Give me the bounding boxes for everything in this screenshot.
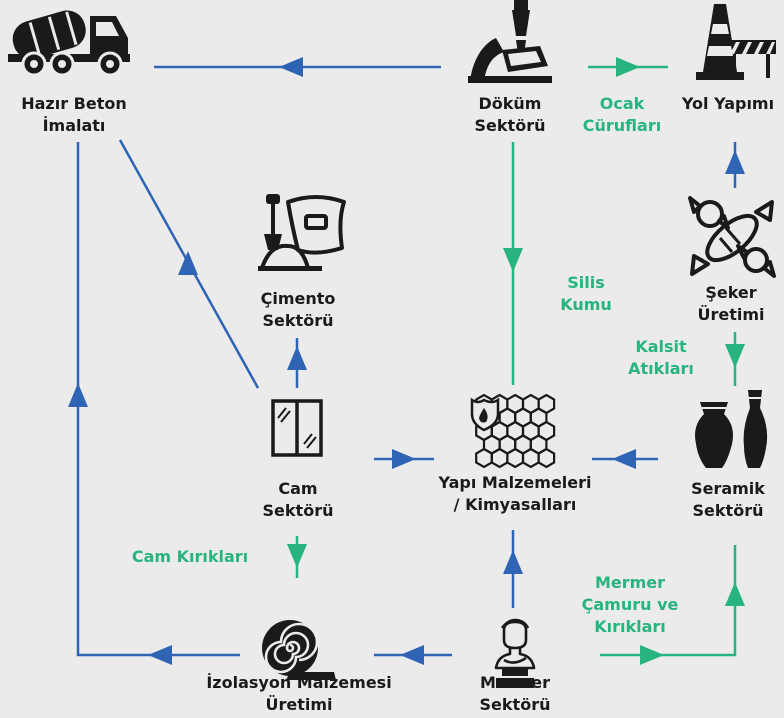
flow-arrowhead [68,383,88,407]
flow-arrowhead [612,449,636,469]
flow-sugar-to-ceramic [725,332,745,386]
node-label-concrete: Hazır Beton İmalatı [21,94,127,135]
flow-arrowhead [725,344,745,368]
flow-arrowhead [148,645,172,665]
window-glass-icon [271,399,323,457]
flow-glass-to-cement [287,338,307,388]
flow-label-slag: Ocak Cürufları [582,94,662,135]
flow-arrowhead [725,150,745,174]
flow-glass-to-building-materials [374,449,434,469]
marble-bust-icon [494,618,536,688]
flow-arrowhead [640,645,664,665]
node-label-casting: Döküm Sektörü [474,94,546,135]
flow-arrowhead [287,346,307,370]
flow-casting-to-building-materials [503,142,523,385]
node-label-cement: Çimento Sektörü [260,289,336,330]
flow-marble-to-ceramic [600,545,745,665]
flow-arrowhead [279,57,303,77]
flow-marble-to-insulation [374,645,452,665]
flow-sugar-to-road [725,142,745,188]
flow-arrowhead [400,645,424,665]
node-label-marble: Mermer Sektörü [479,673,551,714]
flow-label-marble-sludge: Mermer Çamuru ve Kırıkları [581,573,679,636]
flow-arrowhead [725,582,745,606]
flow-label-calcite: Kalsit Atıkları [628,337,694,378]
flow-insulation-to-concrete [68,142,240,665]
node-label-insulation: İzolasyon Malzemesi Üretimi [206,673,392,714]
flow-arrowhead [616,57,640,77]
node-label-road: Yol Yapımı [681,94,775,113]
hexagon-chemical-icon [470,394,556,469]
candy-icon [688,196,776,278]
flow-casting-to-concrete [154,57,441,77]
flow-ceramic-to-building-materials [592,449,658,469]
insulation-roll-icon [262,620,336,680]
concrete-mixer-truck-icon [8,10,130,77]
node-label-sugar: Şeker Üretimi [697,283,765,324]
flow-arrowhead [392,449,416,469]
casting-ladle-icon [468,0,552,83]
flow-label-glass-cullet: Cam Kırıkları [131,547,249,566]
cement-bag-icon [258,194,346,271]
flow-arrowhead [287,544,307,568]
flow-arrowhead [178,251,198,275]
node-label-building-materials: Yapı Malzemeleri / Kimyasalları [438,473,592,514]
flow-glass-to-insulation [287,536,307,578]
flow-arrowhead [503,550,523,574]
flow-marble-to-building-materials [503,530,523,608]
flow-casting-to-road [588,57,668,77]
node-label-glass: Cam Sektörü [262,479,334,520]
flow-label-silica: Silis Kumu [560,273,612,314]
road-construction-icon [696,4,776,80]
flow-glass-to-concrete [118,139,260,389]
ceramic-vases-icon [695,390,768,468]
flow-arrowhead [503,248,523,272]
node-label-ceramic: Seramik Sektörü [691,479,765,520]
